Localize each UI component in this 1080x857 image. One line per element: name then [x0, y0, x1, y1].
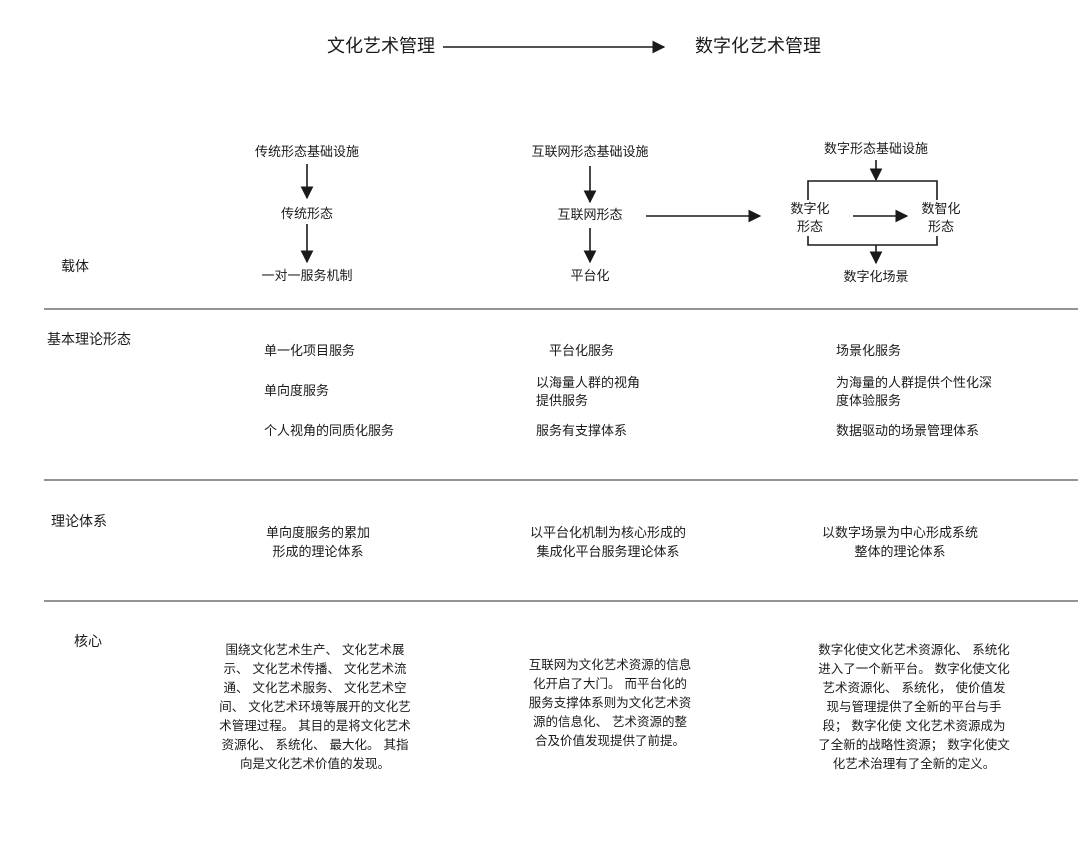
- col2-infra-label: 互联网形态基础设施: [531, 145, 649, 160]
- header-from-title: 文化艺术管理: [327, 36, 435, 57]
- col1-infra-label: 传统形态基础设施: [254, 145, 359, 160]
- basic-col2-item-2: 以海量人群的视角 提供服务: [536, 376, 641, 409]
- basic-col3-item-1: 场景化服务: [836, 344, 902, 359]
- row-label-core: 核心: [74, 634, 102, 650]
- core-col1-text: 围绕文化艺术生产、 文化艺术展 示、 文化艺术传播、 文化艺术流 通、 文化艺术…: [219, 642, 411, 771]
- col3-left-node: 数字化 形态: [790, 202, 830, 235]
- col1-result-label: 一对一服务机制: [261, 269, 353, 284]
- col2-result-label: 平台化: [570, 269, 610, 284]
- col2-form-label: 互联网形态: [557, 208, 623, 223]
- basic-col2-item-3: 服务有支撑体系: [536, 424, 628, 439]
- col3-infra-label: 数字形态基础设施: [823, 142, 928, 157]
- col3-bracket-bottom: [807, 236, 938, 246]
- header-to-title: 数字化艺术管理: [695, 36, 821, 57]
- row-label-basic-theory: 基本理论形态: [47, 332, 131, 348]
- basic-col1-item-2: 单向度服务: [264, 384, 330, 399]
- col3-bracket-top: [807, 180, 938, 200]
- basic-col3-item-2: 为海量的人群提供个性化深 度体验服务: [836, 376, 993, 409]
- row-label-carrier: 载体: [61, 259, 89, 275]
- core-col3-text: 数字化使文化艺术资源化、 系统化 进入了一个新平台。 数字化使文化 艺术资源化、…: [818, 642, 1010, 771]
- row-label-theory-system: 理论体系: [51, 514, 107, 530]
- basic-col2-item-1: 平台化服务: [549, 344, 615, 359]
- col3-result-label: 数字化场景: [843, 270, 909, 285]
- col3-right-node: 数智化 形态: [921, 202, 961, 235]
- core-col2-text: 互联网为文化艺术资源的信息 化开启了大门。 而平台化的 服务支撑体系则为文化艺术…: [528, 657, 692, 748]
- basic-col3-item-3: 数据驱动的场景管理体系: [836, 424, 980, 439]
- basic-col1-item-3: 个人视角的同质化服务: [264, 424, 395, 439]
- theory-col1-text: 单向度服务的累加 形成的理论体系: [265, 526, 370, 560]
- theory-col3-text: 以数字场景为中心形成系统 整体的理论体系: [821, 526, 978, 560]
- col1-form-label: 传统形态: [280, 207, 333, 222]
- theory-col2-text: 以平台化机制为核心形成的 集成化平台服务理论体系: [529, 526, 686, 560]
- basic-col1-item-1: 单一化项目服务: [264, 344, 356, 359]
